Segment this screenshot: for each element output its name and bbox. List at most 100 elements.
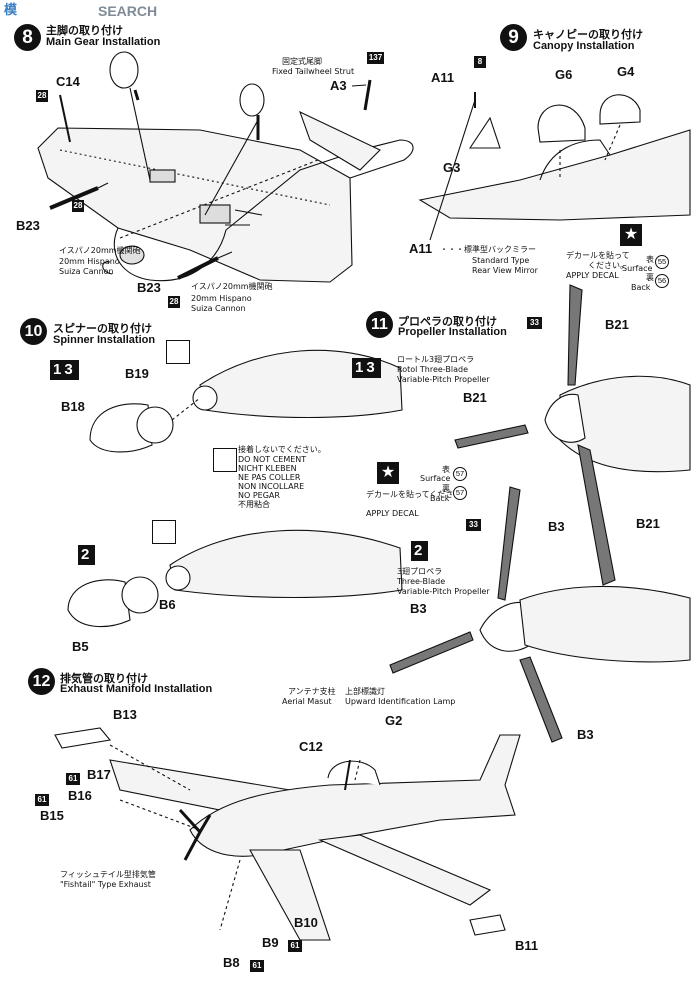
step11-back-no: 57 (453, 486, 467, 500)
step9-back-en: Back (631, 283, 651, 292)
part-label-b19: B19 (125, 366, 149, 381)
cannon-right-jp: イスパノ20mm機関砲 (191, 282, 273, 291)
part-label-b15: B15 (40, 808, 64, 823)
rotol-en1: Rotol Three-Blade (397, 365, 469, 374)
step8-number: 8 (14, 24, 41, 51)
part-label-a3: A3 (330, 78, 347, 93)
no-cement-icon-2 (213, 448, 237, 472)
cannon-left-en1: 20mm Hispano (59, 257, 120, 266)
part-label-b8: B8 (223, 955, 240, 970)
decal-star-icon-2: ★ (377, 462, 399, 484)
step12-title-jp: 排気管の取り付け (60, 672, 148, 685)
three-blade-jp: 3翅プロペラ (397, 567, 443, 576)
step8-title-jp: 主脚の取り付け (46, 24, 123, 37)
three-blade-en1: Three-Blade (397, 577, 446, 586)
mirror-note-en1: Standard Type (472, 256, 530, 265)
part-box-33-top: 33 (527, 317, 542, 329)
step9-decal-en: APPLY DECAL (566, 271, 619, 280)
part-box-61-b: 61 (35, 794, 49, 806)
nocement-cn: 不用粘合 (238, 500, 270, 509)
lamp-en: Upward Identification Lamp (345, 697, 456, 706)
cannon-right-en2: Suiza Cannon (191, 304, 246, 313)
step9-canopy-drawing (418, 92, 691, 241)
part-label-g2: G2 (385, 713, 403, 728)
part-label-b9: B9 (262, 935, 279, 950)
step11-back-jp: 裏 (442, 484, 450, 493)
step9-decal-jp2: ください。 (588, 261, 628, 270)
part-label-b21-bottom: B21 (636, 516, 660, 531)
mirror-note-en2: Rear View Mirror (472, 266, 538, 275)
step9-surface-en: Surface (622, 264, 653, 273)
three-blade-en2: Variable-Pitch Propeller (397, 587, 490, 596)
nocement-fr: NE PAS COLLER (238, 473, 301, 482)
step10-variants-13: 13 (50, 360, 79, 380)
part-label-g4: G4 (617, 64, 635, 79)
rotol-jp: ロートル3翅プロペラ (397, 355, 475, 364)
step9-surface-no: 55 (655, 255, 669, 269)
part-box-61-a: 61 (66, 773, 80, 785)
no-cement-icon-3 (152, 520, 176, 544)
step11-decal-jp: デカールを貼ってください。 (366, 490, 470, 499)
step9-title-jp: キャノピーの取り付け (533, 28, 643, 41)
part-label-b23-left: B23 (16, 218, 40, 233)
part-label-b10: B10 (294, 915, 318, 930)
step9-number: 9 (500, 24, 527, 51)
part-label-g6: G6 (555, 67, 573, 82)
step11-surface-en: Surface (420, 474, 451, 483)
fishtail-en: "Fishtail" Type Exhaust (60, 880, 151, 889)
part-box-33-mid: 33 (466, 519, 481, 531)
part-label-b13: B13 (113, 707, 137, 722)
part-label-b3-left: B3 (410, 601, 427, 616)
step9-title-en: Canopy Installation (533, 40, 635, 52)
part-box-61-c: 61 (288, 940, 302, 952)
part-label-b21-top: B21 (605, 317, 629, 332)
part-box-28-right: 28 (168, 296, 180, 308)
step10-spinner-drawing (67, 349, 403, 628)
part-box-28-left: 28 (72, 200, 84, 212)
part-box-137: 137 (367, 52, 384, 64)
step11-back-en: Back (430, 494, 450, 503)
nocement-it: NON INCOLLARE (238, 482, 305, 491)
lamp-jp: 上部標識灯 (345, 687, 385, 696)
rotol-en2: Variable-Pitch Propeller (397, 375, 490, 384)
cannon-right-en1: 20mm Hispano (191, 294, 252, 303)
part-label-b11: B11 (515, 938, 539, 953)
step11-number: 11 (366, 311, 393, 338)
tailwheel-strut-en: Fixed Tailwheel Strut (272, 67, 355, 76)
part-label-b5: B5 (72, 639, 89, 654)
step9-surface-jp: 表 (646, 255, 654, 264)
tailwheel-strut-jp: 固定式尾脚 (282, 57, 322, 66)
step11-variants-13: 13 (352, 358, 381, 378)
nocement-en: DO NOT CEMENT (238, 455, 307, 464)
aerial-mast-en: Aerial Masut (282, 697, 332, 706)
step9-decal-jp1: デカールを貼って (566, 251, 630, 260)
fishtail-jp: フィッシュテイル型排気管 (60, 870, 156, 879)
mirror-note-label: A11 (409, 241, 433, 256)
part-label-c12: C12 (299, 739, 323, 754)
no-cement-icon (166, 340, 190, 364)
step11-variant-2: 2 (411, 541, 429, 561)
step10-title-en: Spinner Installation (53, 334, 156, 346)
watermark-logo: 模 (4, 2, 18, 17)
step8-title-en: Main Gear Installation (46, 36, 161, 48)
step12-exhaust-drawing (54, 727, 521, 941)
part-label-b6: B6 (159, 597, 176, 612)
part-label-b16: B16 (68, 788, 92, 803)
part-label-b3-top: B3 (548, 519, 565, 534)
step12-number: 12 (28, 668, 55, 695)
step9-back-no: 56 (655, 274, 669, 288)
part-box-28-top: 28 (36, 90, 48, 102)
decal-star-icon: ★ (620, 224, 642, 246)
step11-propeller-drawing (389, 284, 691, 743)
nocement-de: NICHT KLEBEN (238, 464, 297, 473)
part-label-b17: B17 (87, 767, 111, 782)
step11-surface-no: 57 (453, 467, 467, 481)
mirror-note-jp: ・・・標準型バックミラー (440, 245, 536, 254)
step11-title-en: Propeller Installation (398, 326, 507, 338)
part-label-c14: C14 (56, 74, 80, 89)
part-label-a11: A11 (431, 70, 455, 85)
step8-aircraft-drawing (37, 51, 414, 283)
nocement-es: NO PEGAR (238, 491, 280, 500)
step10-variant-2: 2 (78, 545, 96, 565)
